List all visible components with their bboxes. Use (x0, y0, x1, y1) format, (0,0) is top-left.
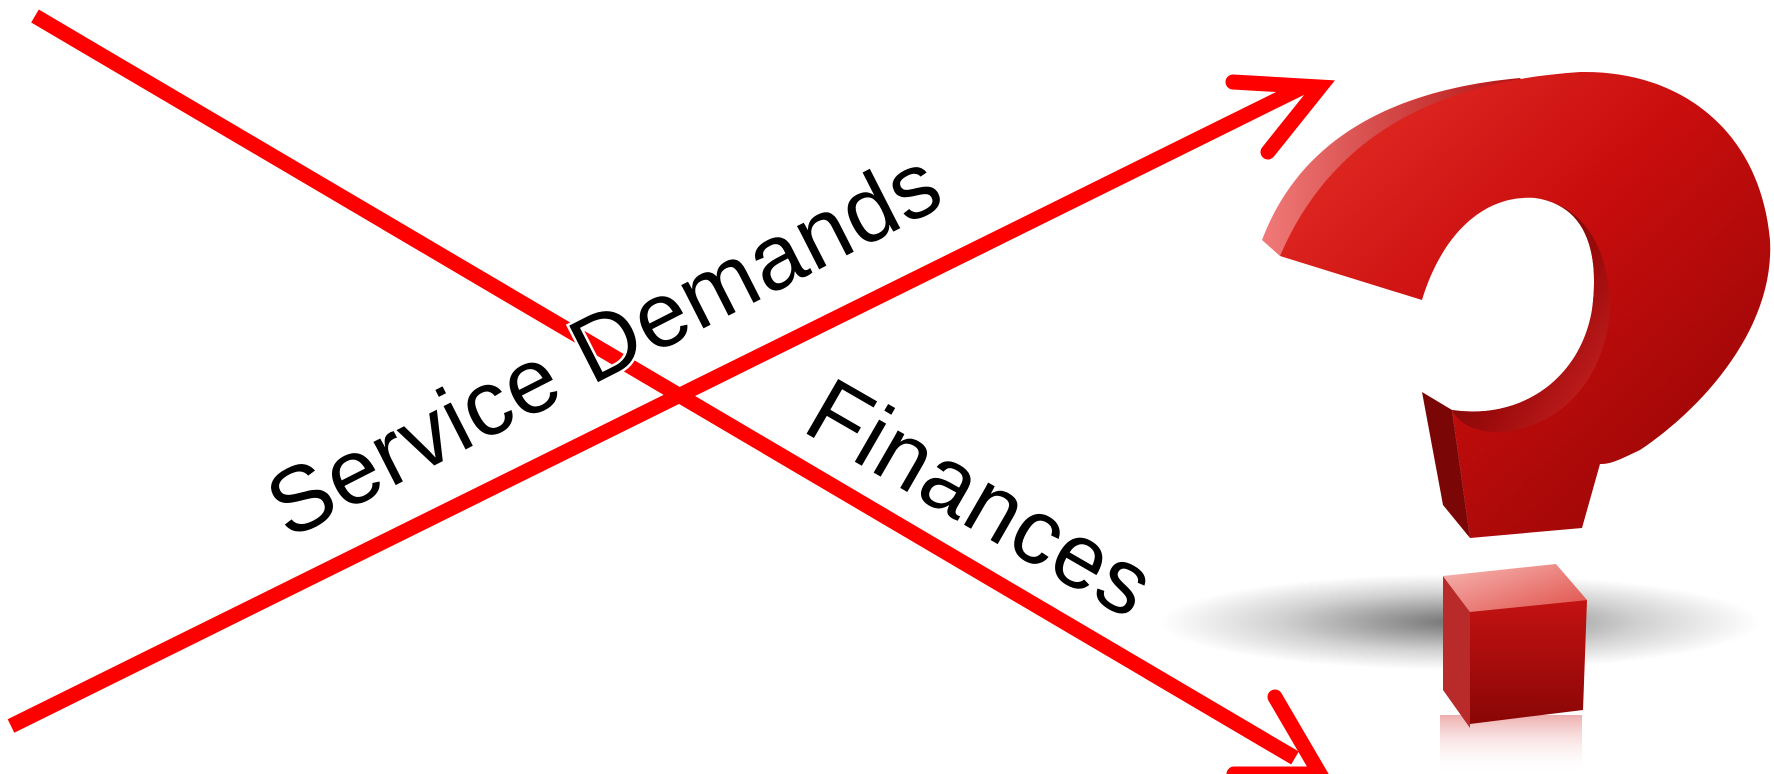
down-right-arrow-icon (1226, 689, 1329, 774)
question-dot-top (1443, 564, 1587, 612)
question-hook-front (1280, 71, 1771, 538)
question-stem-side (1422, 392, 1470, 538)
falling-arrow-shaft (31, 9, 1299, 765)
falling-arrow (31, 9, 1329, 774)
up-right-arrow-icon (1225, 74, 1335, 160)
question-mark-3d-icon (1160, 71, 1771, 774)
question-hook-inner (1452, 198, 1610, 432)
question-dot-front (1470, 600, 1587, 724)
rising-arrow (7, 74, 1335, 733)
question-dot-side (1443, 576, 1470, 728)
rising-arrow-shaft (7, 79, 1309, 733)
dot-reflection (1440, 715, 1582, 774)
